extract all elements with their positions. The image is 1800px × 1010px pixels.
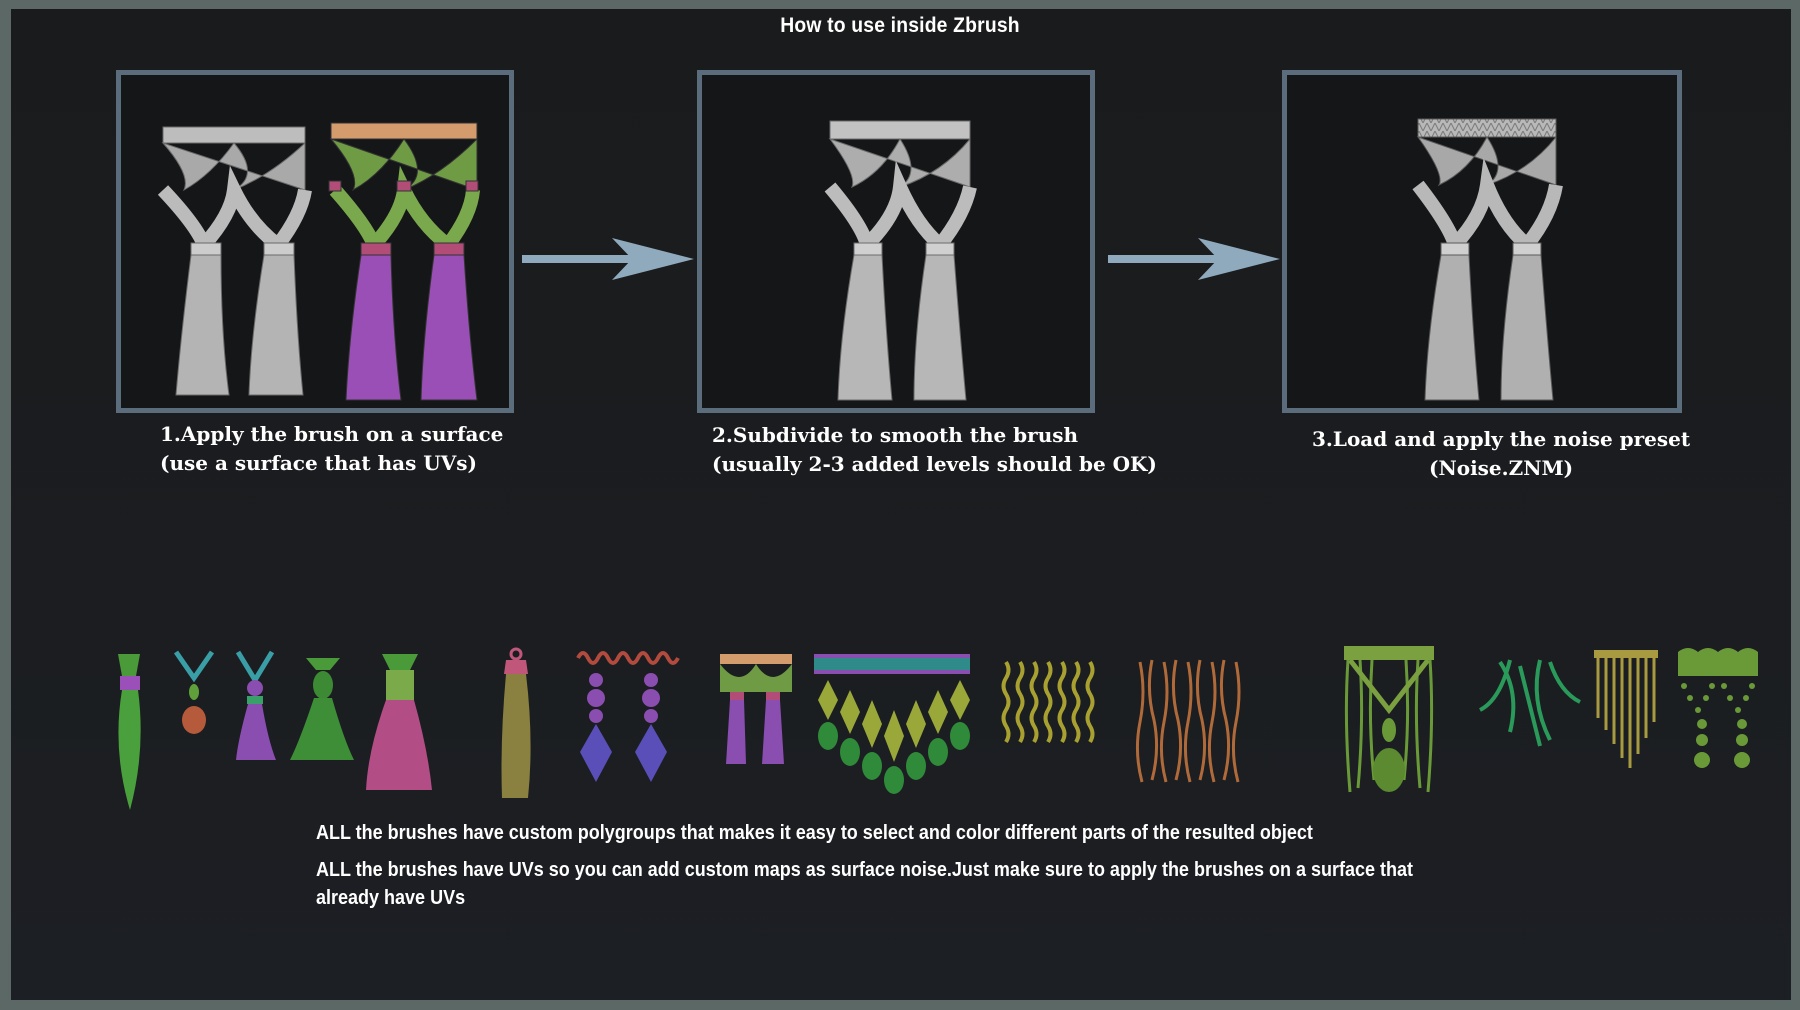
step-3-caption: 3.Load and apply the noise preset (Noise… — [1312, 425, 1690, 483]
note-polygroups: ALL the brushes have custom polygroups t… — [316, 822, 1313, 844]
step-1-caption: 1.Apply the brush on a surface (use a su… — [160, 420, 503, 478]
brush-sample-green-tassel — [118, 654, 141, 810]
tassel-fringe-subdivided-image — [824, 120, 977, 401]
step-3-subtitle: (Noise.ZNM) — [1428, 456, 1574, 480]
step-2-caption: 2.Subdivide to smooth the brush (usually… — [712, 421, 1157, 479]
step-3-panel — [1282, 70, 1682, 413]
step-1-subtitle: (use a surface that has UVs) — [160, 451, 477, 475]
tassel-fringe-image — [157, 122, 480, 401]
page-title: How to use inside Zbrush — [780, 14, 1020, 37]
brush-samples-row — [118, 646, 1758, 810]
tassel-fringe-noise-image — [1412, 118, 1563, 401]
note-uvs: ALL the brushes have UVs so you can add … — [316, 859, 1414, 881]
step-2-panel — [697, 70, 1095, 413]
step-1-title: 1.Apply the brush on a surface — [160, 422, 504, 446]
arrow-right-icon — [522, 238, 694, 280]
step-2-subtitle: (usually 2-3 added levels should be OK) — [712, 452, 1157, 476]
step-3-title: 3.Load and apply the noise preset — [1312, 427, 1691, 451]
step-2-title: 2.Subdivide to smooth the brush — [712, 423, 1079, 447]
arrow-right-icon — [1108, 238, 1280, 280]
note-uvs-continued: already have UVs — [316, 887, 466, 909]
step-1-panel — [116, 70, 514, 413]
